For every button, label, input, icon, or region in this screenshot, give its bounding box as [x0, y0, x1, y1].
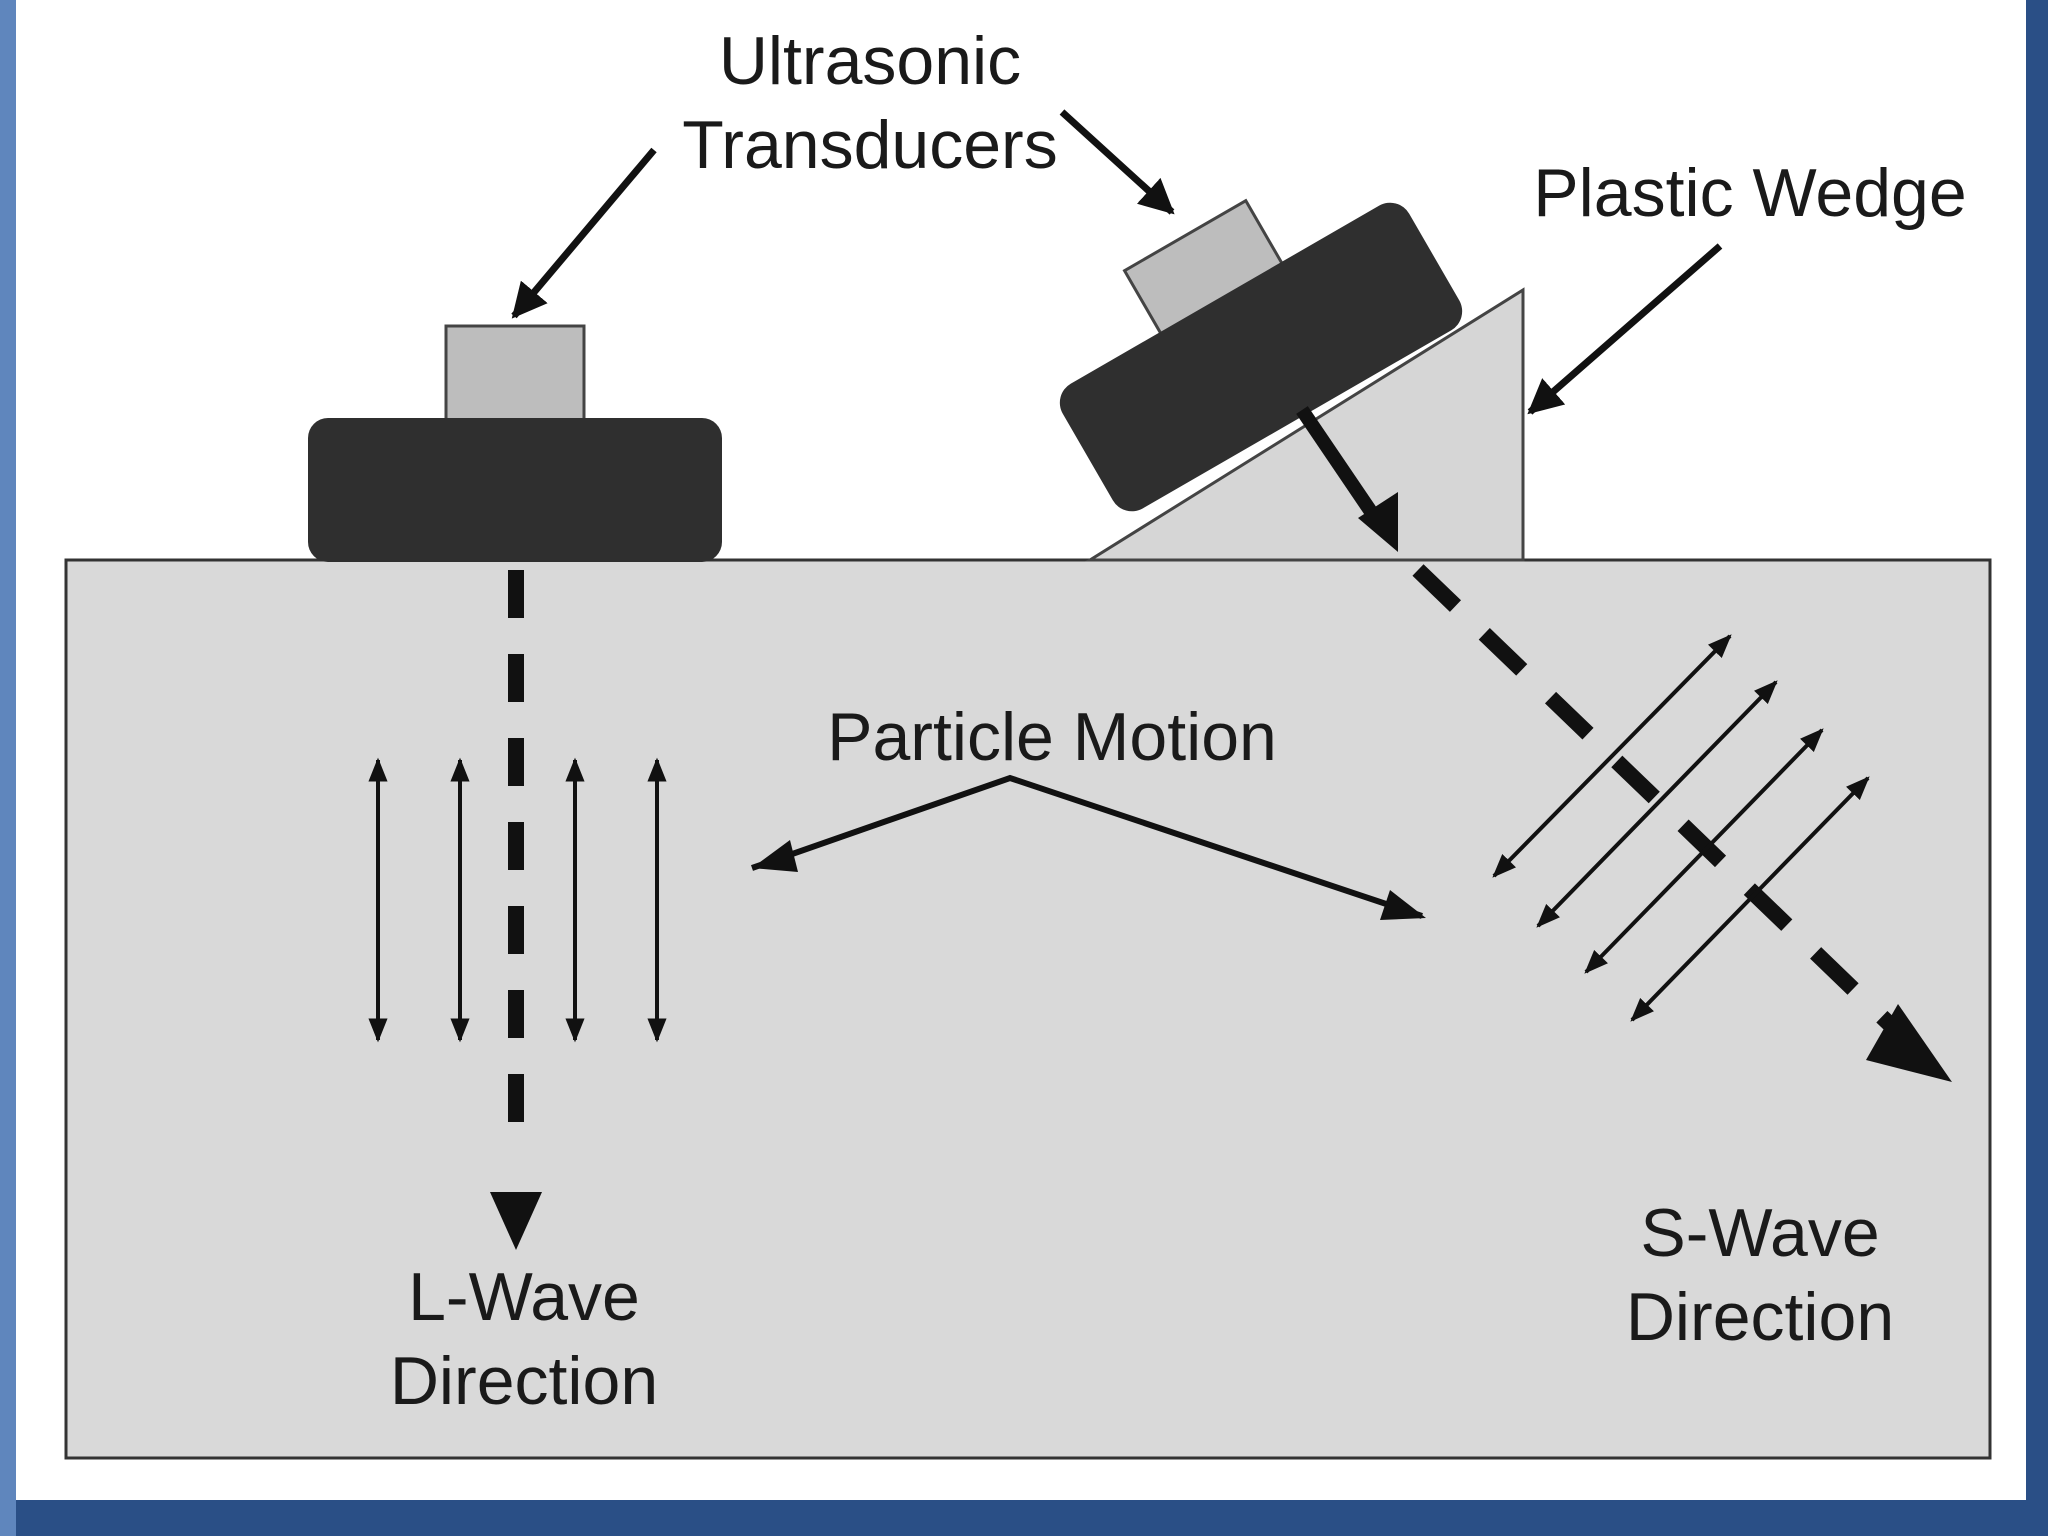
swave-particle-arrow: [1630, 776, 1870, 1022]
particle-motion-pointer: [751, 774, 1423, 919]
wedge-pointer: [1527, 243, 1723, 415]
swave-label-line2: Direction: [1626, 1279, 1894, 1355]
swave-label-line1: S-Wave: [1640, 1195, 1879, 1271]
transducers-label-line2: Transducers: [682, 107, 1057, 183]
left-border-strip: [0, 0, 16, 1536]
transducer-body-angled: [1059, 202, 1463, 512]
transducer-pointer-left: [511, 147, 657, 319]
transducer-pointer-right: [1059, 109, 1175, 215]
lwave-arrowhead: [490, 1192, 542, 1250]
lwave-label-line2: Direction: [390, 1343, 658, 1419]
particle-motion-label: Particle Motion: [827, 699, 1277, 775]
swave-arrowhead: [1866, 1004, 1952, 1082]
lwave-label-line1: L-Wave: [408, 1259, 640, 1335]
transducer-body-left: [308, 418, 722, 562]
transducers-label-line1: Ultrasonic: [719, 23, 1021, 99]
swave-entry-arrowhead: [1358, 492, 1398, 552]
transducer-cap-left: [444, 324, 586, 424]
swave-entry-arrow: [1296, 406, 1388, 532]
particle-motion-arrowhead-left: [752, 840, 798, 872]
wedge-label: Plastic Wedge: [1533, 155, 1966, 231]
transducer-angled: [1059, 198, 1463, 512]
particle-motion-arrowhead-right: [1380, 890, 1426, 920]
